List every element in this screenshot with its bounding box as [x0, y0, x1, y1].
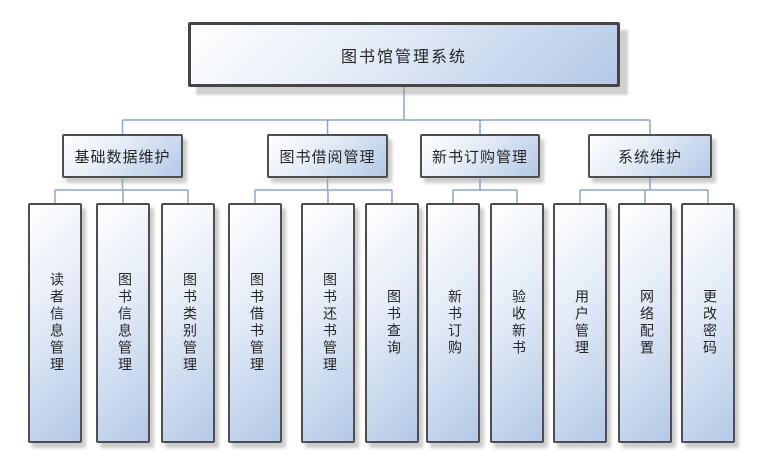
root-node-library-management-system: 图书馆管理系统	[188, 22, 620, 87]
leaf-node-label: 图书查询	[385, 289, 400, 357]
branch-node-label: 新书订购管理	[431, 149, 528, 166]
leaf-node-reader-info-management: 读者信息管理	[28, 203, 82, 443]
leaf-node-change-password: 更改密码	[681, 203, 735, 443]
branch-node-system-maintenance: 系统维护	[588, 134, 712, 178]
branch-node-label: 基础数据维护	[74, 149, 171, 166]
leaf-node-label: 网络配置	[638, 289, 653, 357]
branch-node-new-book-ordering-management: 新书订购管理	[420, 134, 540, 178]
leaf-node-label: 图书类别管理	[181, 272, 196, 374]
leaf-node-label: 用户管理	[573, 289, 588, 357]
leaf-node-accept-new-books: 验收新书	[490, 203, 544, 443]
leaf-node-label: 更改密码	[701, 289, 716, 357]
leaf-node-label: 图书还书管理	[321, 272, 336, 374]
leaf-node-book-return-management: 图书还书管理	[301, 203, 355, 443]
leaf-node-book-search: 图书查询	[365, 203, 419, 443]
leaf-node-network-configuration: 网络配置	[618, 203, 672, 443]
leaf-node-user-management: 用户管理	[553, 203, 607, 443]
leaf-node-new-book-order: 新书订购	[426, 203, 480, 443]
branch-node-label: 图书借阅管理	[279, 149, 376, 166]
leaf-node-label: 图书借书管理	[248, 272, 263, 374]
root-node-label: 图书馆管理系统	[340, 48, 467, 66]
branch-node-label: 系统维护	[617, 149, 682, 166]
leaf-node-book-info-management: 图书信息管理	[96, 203, 150, 443]
branch-node-book-borrowing-management: 图书借阅管理	[267, 134, 388, 178]
leaf-node-book-category-management: 图书类别管理	[161, 203, 215, 443]
leaf-node-label: 验收新书	[510, 289, 525, 357]
leaf-node-label: 图书信息管理	[116, 272, 131, 374]
leaf-node-label: 读者信息管理	[48, 272, 63, 374]
leaf-node-book-lending-management: 图书借书管理	[228, 203, 282, 443]
branch-node-basic-data-maintenance: 基础数据维护	[62, 134, 183, 178]
leaf-node-label: 新书订购	[446, 289, 461, 357]
